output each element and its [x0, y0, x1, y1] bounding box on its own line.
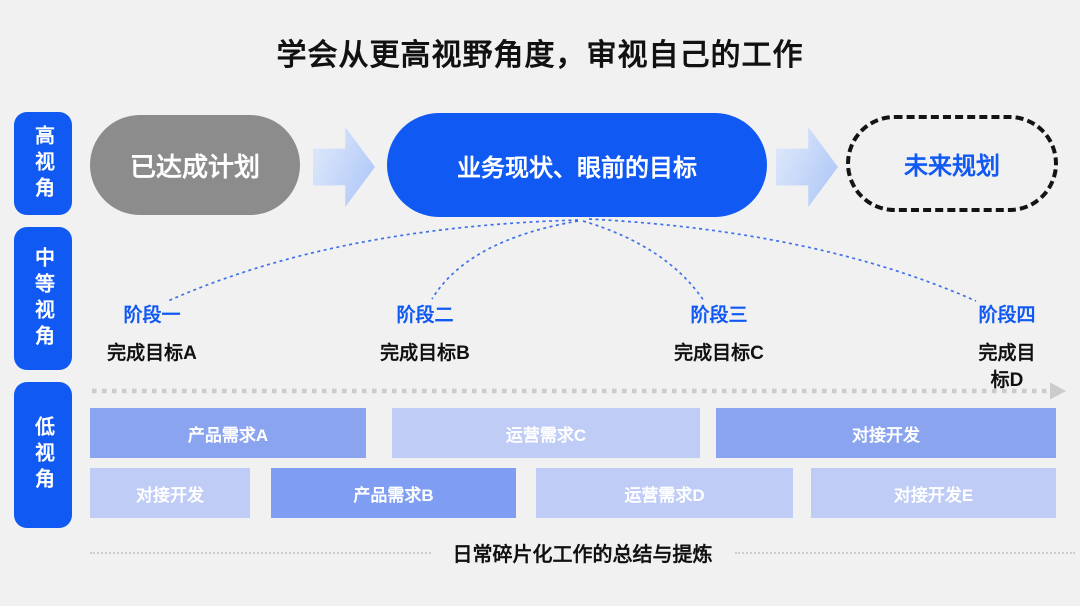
timeline-arrowhead-icon [1050, 382, 1066, 400]
stage-goal: 完成目标A [107, 343, 197, 364]
footer-caption: 日常碎片化工作的总结与提炼 [452, 544, 713, 566]
perspective-label-low: 低视角 [14, 382, 72, 528]
arrow-right-icon [313, 127, 375, 207]
flow-node-future-plan: 未来规划 [846, 115, 1058, 212]
stage-name: 阶段三 [690, 305, 748, 326]
stage-label: 阶段四 完成目标D [971, 300, 1044, 392]
footer-divider [90, 551, 431, 554]
stage-connector-curve [431, 220, 579, 300]
slide-title: 学会从更高视野角度，审视自己的工作 [276, 39, 804, 72]
stage-goal: 完成目标D [978, 343, 1036, 391]
task-bar: 产品需求B [271, 468, 516, 518]
stage-connector-curve [588, 218, 977, 302]
stage-name: 阶段一 [123, 305, 181, 326]
stage-label: 阶段二 完成目标B [380, 300, 470, 365]
task-bar: 运营需求C [392, 408, 700, 458]
stage-connector-curve [582, 220, 705, 302]
stage-label: 阶段三 完成目标C [674, 300, 764, 365]
flow-node-past-plan: 已达成计划 [90, 115, 300, 215]
stage-connector-curve [167, 219, 579, 302]
footer-divider [734, 551, 1075, 554]
flow-node-current-goal: 业务现状、眼前的目标 [387, 113, 767, 217]
task-bar: 对接开发 [716, 408, 1056, 458]
perspective-label-high: 高视角 [14, 112, 72, 215]
task-bar: 对接开发 [90, 468, 250, 518]
task-bar: 对接开发E [811, 468, 1056, 518]
task-bar: 产品需求A [90, 408, 366, 458]
stage-name: 阶段二 [396, 305, 454, 326]
stage-goal: 完成目标B [380, 343, 470, 364]
stage-label: 阶段一 完成目标A [107, 300, 197, 365]
perspective-label-medium: 中等视角 [14, 227, 72, 370]
stage-name: 阶段四 [978, 305, 1036, 326]
task-bar: 运营需求D [536, 468, 793, 518]
arrow-right-icon [776, 127, 838, 207]
stage-goal: 完成目标C [674, 343, 764, 364]
footer-caption-row: 日常碎片化工作的总结与提炼 [90, 538, 1075, 567]
